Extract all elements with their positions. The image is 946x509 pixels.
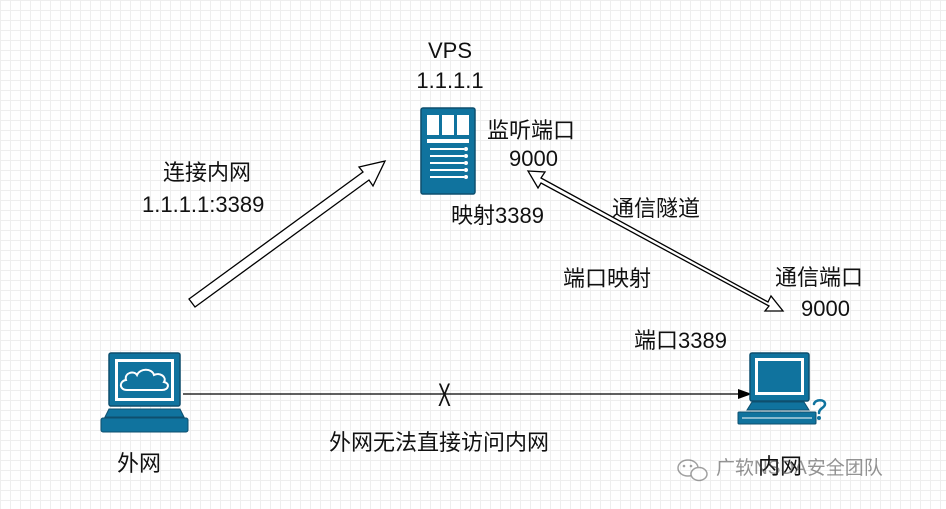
server-tower-icon[interactable] xyxy=(420,107,476,195)
connect-label: 连接内网 xyxy=(163,160,252,185)
blocked-arrowhead xyxy=(738,389,752,399)
external-label: 外网 xyxy=(117,451,162,476)
wechat-icon xyxy=(677,459,708,482)
vps-map-label: 映射3389 xyxy=(451,203,544,228)
computer-help-icon[interactable] xyxy=(737,352,827,425)
vps-ip: 1.1.1.1 xyxy=(416,68,484,93)
internal-comm-label: 通信端口 xyxy=(775,265,864,290)
internal-comm-port: 9000 xyxy=(801,296,850,321)
cloud-computer-icon[interactable] xyxy=(100,352,189,433)
portmap-label: 端口映射 xyxy=(563,266,652,291)
tunnel-label: 通信隧道 xyxy=(612,196,701,221)
watermark-text: 广软NSDA安全团队 xyxy=(716,458,883,479)
blocked-label: 外网无法直接访问内网 xyxy=(329,430,550,455)
blocked-mark: X xyxy=(438,377,451,413)
vps-listen-port: 9000 xyxy=(509,146,558,171)
tunnel-arrow[interactable] xyxy=(526,170,785,312)
connect-arrow[interactable] xyxy=(188,160,387,308)
vps-listen-label: 监听端口 xyxy=(487,118,576,143)
internal-label: 内网 xyxy=(758,454,803,479)
internal-port-label: 端口3389 xyxy=(634,328,727,353)
connect-addr: 1.1.1.1:3389 xyxy=(142,192,265,217)
vps-name: VPS xyxy=(427,38,473,63)
